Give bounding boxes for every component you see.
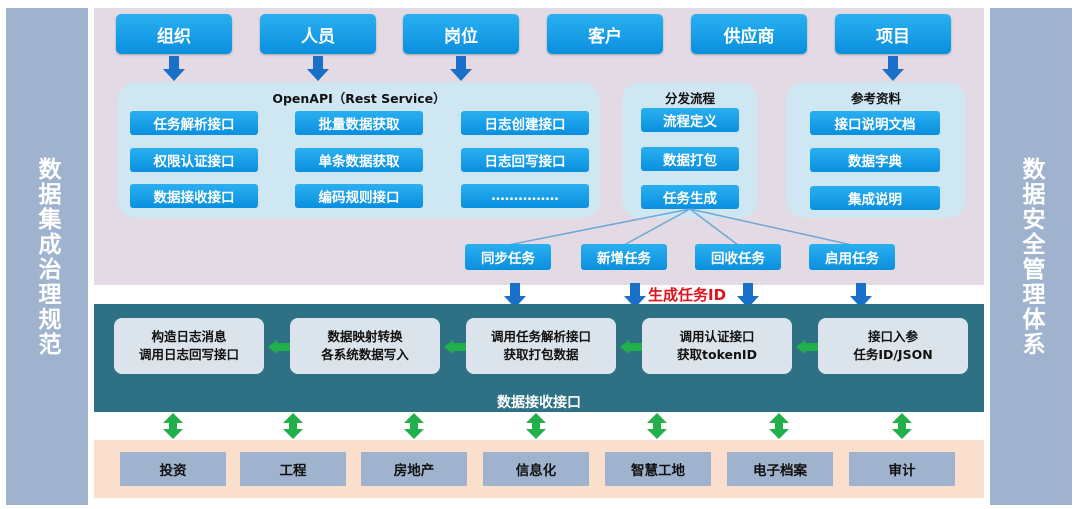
double-arrow-icon: [892, 413, 912, 439]
right-bar-label: 数据安全管理体系: [1018, 156, 1044, 357]
data-receive-interface-label: 数据接收接口: [497, 395, 581, 411]
double-arrow-icon: [404, 413, 424, 439]
double-arrow-icon: [163, 413, 183, 439]
openapi-item: 日志回写接口: [461, 148, 589, 172]
openapi-item: 日志创建接口: [461, 111, 589, 135]
reference-item: 接口说明文档: [810, 111, 940, 135]
openapi-item: 编码规则接口: [295, 184, 423, 208]
process-box-parse: 调用任务解析接口 获取打包数据: [466, 318, 616, 374]
process-line: 调用认证接口: [679, 329, 755, 344]
process-line: 构造日志消息: [151, 329, 227, 344]
task-box-enable: 启用任务: [809, 244, 895, 270]
process-line: 接口入参: [867, 329, 918, 344]
process-line: 调用任务解析接口: [490, 329, 591, 344]
task-box-sync: 同步任务: [465, 244, 551, 270]
process-line: 数据映射转换: [327, 329, 403, 344]
process-line: 调用日志回写接口: [138, 347, 239, 362]
double-arrow-icon: [769, 413, 789, 439]
reference-title: 参考资料: [850, 91, 901, 106]
process-box-log: 构造日志消息 调用日志回写接口: [114, 318, 264, 374]
arrow-down-icon: [307, 56, 329, 82]
dispatch-title: 分发流程: [664, 91, 715, 106]
openapi-item: 权限认证接口: [130, 148, 258, 172]
arrow-down-icon: [882, 56, 904, 82]
double-arrow-icon: [526, 413, 546, 439]
process-line: 获取tokenID: [677, 347, 757, 362]
openapi-item: 数据接收接口: [130, 184, 258, 208]
arrow-down-icon: [450, 56, 472, 82]
industry-box-smart-site: 智慧工地: [605, 452, 711, 486]
task-box-new: 新增任务: [581, 244, 667, 270]
dispatch-item: 数据打包: [641, 147, 739, 171]
left-bar-integration-governance: 数据集成治理规范: [6, 8, 88, 505]
process-line: 各系统数据写入: [321, 347, 409, 362]
task-box-recycle: 回收任务: [695, 244, 781, 270]
industry-box-audit: 审计: [849, 452, 955, 486]
arrow-left-icon: [268, 340, 290, 354]
source-box-position: 岗位: [403, 14, 519, 54]
openapi-item: 单条数据获取: [295, 148, 423, 172]
industry-box-engineering: 工程: [240, 452, 346, 486]
reference-item: 集成说明: [810, 186, 940, 210]
arrow-left-icon: [444, 340, 466, 354]
left-bar-label: 数据集成治理规范: [34, 156, 60, 357]
dispatch-item: 任务生成: [641, 185, 739, 209]
process-line: 获取打包数据: [503, 347, 579, 362]
arrow-down-icon: [163, 56, 185, 82]
openapi-item: 任务解析接口: [130, 111, 258, 135]
source-box-customer: 客户: [547, 14, 663, 54]
industry-box-e-archive: 电子档案: [727, 452, 833, 486]
arrow-left-icon: [796, 340, 818, 354]
source-box-supplier: 供应商: [691, 14, 807, 54]
process-box-input: 接口入参 任务ID/JSON: [818, 318, 968, 374]
source-box-personnel: 人员: [260, 14, 376, 54]
dispatch-item: 流程定义: [641, 108, 739, 132]
industry-box-informatization: 信息化: [483, 452, 589, 486]
process-line: 任务ID/JSON: [853, 347, 933, 362]
right-bar-security-management: 数据安全管理体系: [990, 8, 1072, 505]
double-arrow-icon: [283, 413, 303, 439]
generate-task-id-label: 生成任务ID: [648, 286, 727, 304]
industry-box-real-estate: 房地产: [361, 452, 467, 486]
double-arrow-icon: [647, 413, 667, 439]
openapi-item: 批量数据获取: [295, 111, 423, 135]
source-box-org: 组织: [116, 14, 232, 54]
arrow-left-icon: [620, 340, 642, 354]
openapi-title: OpenAPI（Rest Service）: [272, 91, 446, 106]
openapi-item: ……………: [461, 184, 589, 208]
source-box-project: 项目: [835, 14, 951, 54]
industry-box-investment: 投资: [120, 452, 226, 486]
process-box-auth: 调用认证接口 获取tokenID: [642, 318, 792, 374]
reference-item: 数据字典: [810, 148, 940, 172]
process-box-mapping: 数据映射转换 各系统数据写入: [290, 318, 440, 374]
